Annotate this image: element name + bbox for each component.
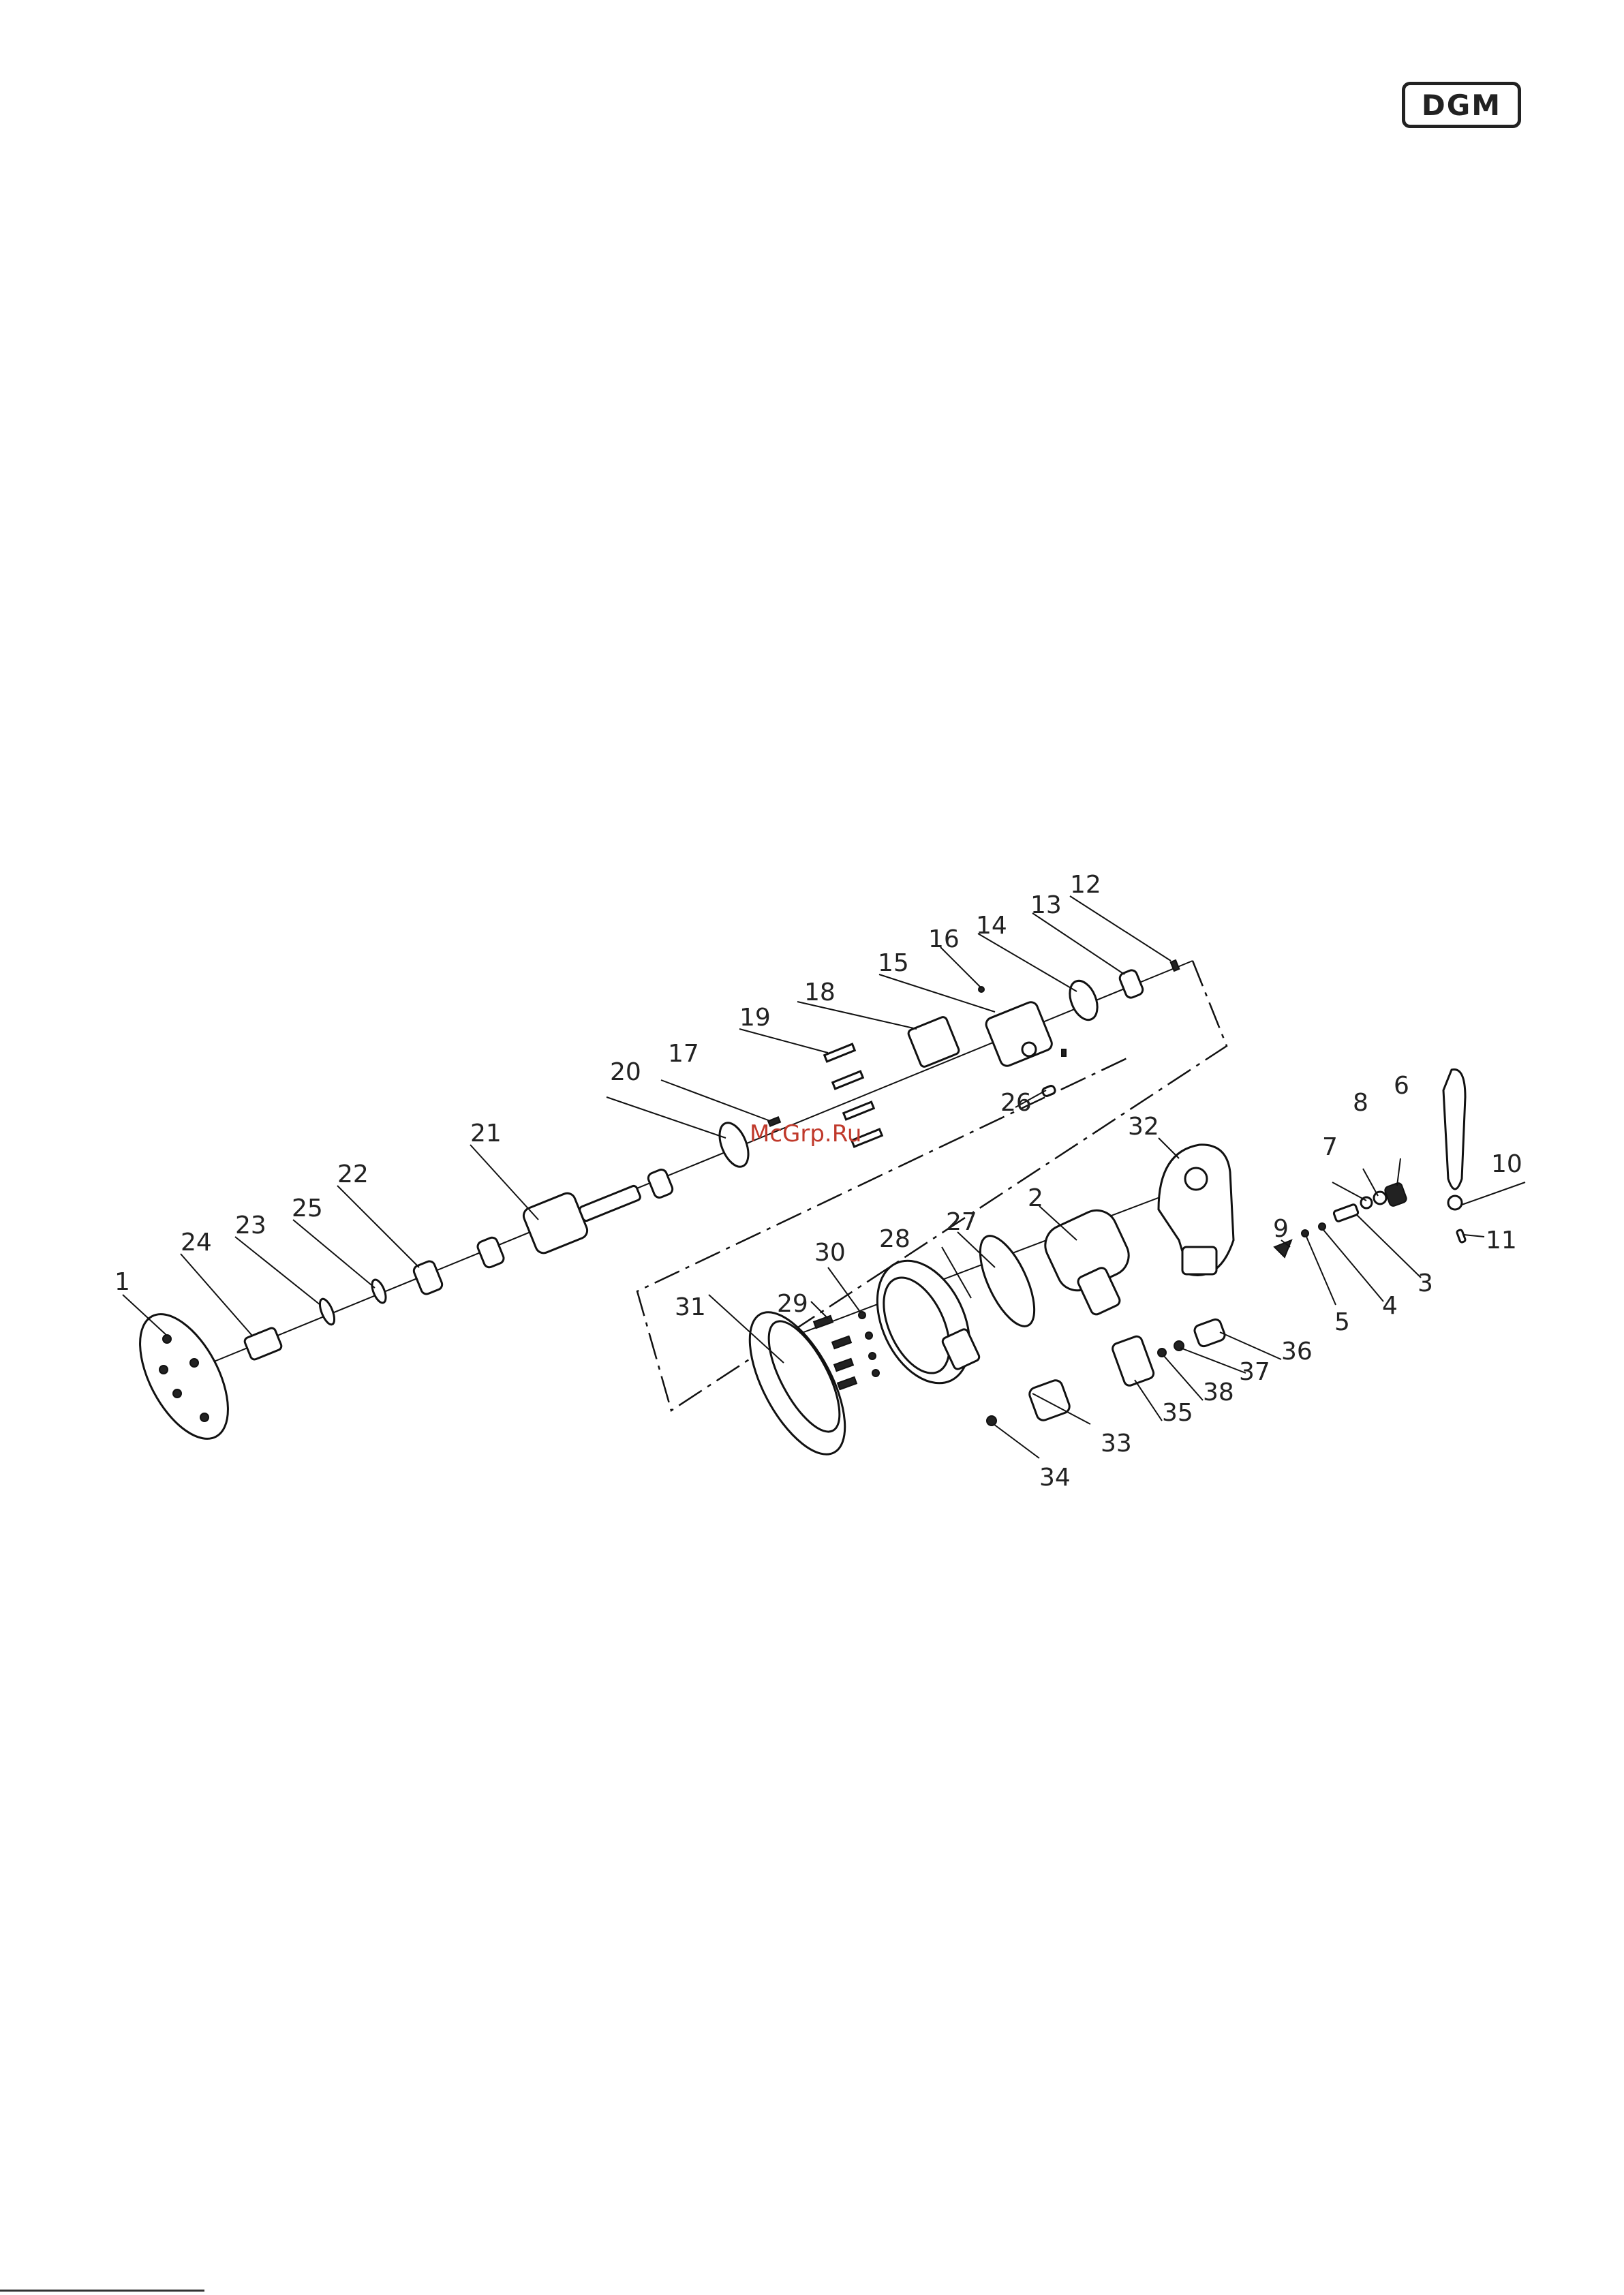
part-33-knob [1028,1378,1071,1422]
part-34-ball [987,1416,996,1426]
label-11: 11 [1486,1227,1517,1254]
label-16: 16 [928,925,960,953]
part-15-cylinder [984,1000,1054,1068]
label-1: 1 [114,1268,130,1296]
label-23: 23 [235,1212,266,1239]
label-27: 27 [946,1208,977,1236]
part-11-pin [1456,1229,1466,1243]
label-4: 4 [1382,1292,1398,1320]
label-33: 33 [1101,1430,1132,1458]
label-5: 5 [1334,1308,1350,1336]
part-26-pin-a [1062,1049,1066,1056]
label-24: 24 [181,1229,212,1257]
part-18-rotor [907,1016,960,1068]
label-30: 30 [814,1239,846,1267]
part-10-lever-pivot [1448,1196,1462,1210]
label-31: 31 [675,1293,706,1321]
label-7: 7 [1322,1133,1338,1161]
part-8-ring [1374,1192,1386,1204]
label-34: 34 [1039,1464,1071,1492]
label-25: 25 [292,1195,323,1222]
label-10: 10 [1491,1150,1522,1178]
label-14: 14 [976,912,1007,940]
part-14-end-plate [1064,976,1103,1023]
part-21-eccentric-shaft [521,1185,641,1255]
label-22: 22 [337,1160,369,1188]
label-38: 38 [1203,1378,1234,1406]
label-28: 28 [879,1225,910,1253]
part-bearing-b [647,1168,674,1199]
label-21: 21 [470,1120,502,1148]
part-38-ring [1158,1349,1166,1357]
label-26: 26 [1000,1089,1032,1117]
part-3-valve-stem [1333,1204,1358,1222]
part-20-ring [714,1119,754,1171]
label-17: 17 [668,1040,699,1068]
label-32: 32 [1128,1113,1159,1141]
part-32-rear-cover [1159,1145,1234,1276]
label-6: 6 [1394,1072,1409,1100]
part-2-main-housing [1039,1203,1135,1316]
label-29: 29 [777,1290,808,1318]
label-3: 3 [1418,1269,1433,1297]
footer-rule [0,2290,204,2292]
label-18: 18 [804,979,836,1006]
label-9: 9 [1273,1215,1289,1243]
label-15: 15 [878,949,909,977]
label-13: 13 [1030,891,1062,919]
part-bearing-a [476,1236,506,1269]
part-10-throttle-lever [1443,1070,1465,1190]
part-1-pad [122,1300,246,1453]
part-6-valve-cap [1384,1182,1408,1207]
label-20: 20 [610,1058,641,1086]
label-8: 8 [1353,1089,1368,1117]
part-5-ball [1302,1230,1308,1237]
label-12: 12 [1070,871,1101,899]
part-25-washer [369,1278,388,1304]
watermark-text: McGrp.Ru [750,1120,861,1148]
label-19: 19 [739,1004,771,1032]
part-30-washers [859,1312,879,1376]
label-2: 2 [1028,1184,1043,1212]
part-4-spring [1319,1223,1326,1230]
label-36: 36 [1281,1338,1313,1366]
part-35-air-inlet [1111,1335,1155,1387]
label-37: 37 [1239,1358,1270,1386]
label-35: 35 [1162,1399,1193,1427]
